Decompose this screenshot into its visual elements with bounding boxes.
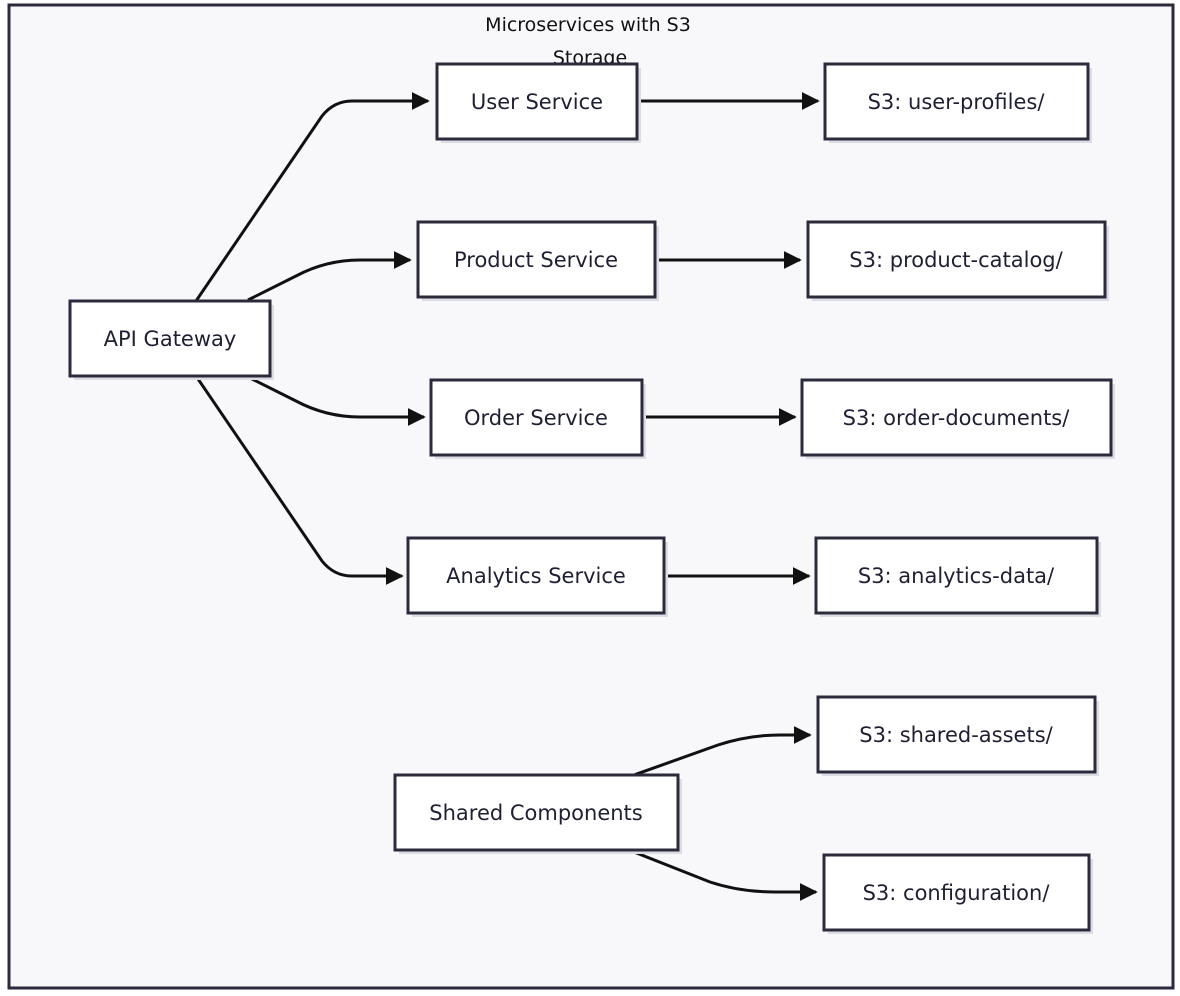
node-shared-components[interactable]: Shared Components xyxy=(393,773,682,854)
node-label: Analytics Service xyxy=(446,564,626,588)
node-label: API Gateway xyxy=(104,327,237,351)
cluster-title-line-1: Microservices with S3 xyxy=(485,14,691,36)
node-s3-product-catalog[interactable]: S3: product-catalog/ xyxy=(806,220,1109,301)
node-s3-analytics-data[interactable]: S3: analytics-data/ xyxy=(814,536,1101,617)
edges xyxy=(194,92,820,901)
node-order-service[interactable]: Order Service xyxy=(429,378,646,459)
edge-gateway-to-analytics-service xyxy=(194,375,404,585)
node-label: S3: shared-assets/ xyxy=(859,723,1053,747)
node-analytics-service[interactable]: Analytics Service xyxy=(406,536,668,617)
edge-gateway-to-product-service xyxy=(247,251,412,302)
node-label: Product Service xyxy=(454,248,618,272)
nodes: API Gateway User Service Product Service… xyxy=(68,62,1115,934)
node-label: S3: analytics-data/ xyxy=(858,564,1055,588)
node-label: S3: product-catalog/ xyxy=(849,248,1063,272)
node-s3-order-documents[interactable]: S3: order-documents/ xyxy=(800,378,1115,459)
node-s3-user-profiles[interactable]: S3: user-profiles/ xyxy=(823,62,1092,143)
node-label: S3: configuration/ xyxy=(863,881,1051,905)
edge-gateway-to-order-service xyxy=(247,375,426,426)
node-s3-shared-assets[interactable]: S3: shared-assets/ xyxy=(816,695,1099,776)
node-user-service[interactable]: User Service xyxy=(435,62,641,143)
node-label: S3: order-documents/ xyxy=(843,406,1071,430)
node-s3-configuration[interactable]: S3: configuration/ xyxy=(822,853,1093,934)
edge-shared-components-to-s3-shared-assets xyxy=(633,726,812,777)
node-product-service[interactable]: Product Service xyxy=(416,220,659,301)
node-label: Order Service xyxy=(464,406,608,430)
edge-gateway-to-user-service xyxy=(194,92,430,302)
node-api-gateway[interactable]: API Gateway xyxy=(68,299,274,380)
node-label: Shared Components xyxy=(429,801,642,825)
node-label: S3: user-profiles/ xyxy=(868,90,1046,114)
edge-shared-components-to-s3-configuration xyxy=(633,850,818,901)
node-label: User Service xyxy=(471,90,603,114)
